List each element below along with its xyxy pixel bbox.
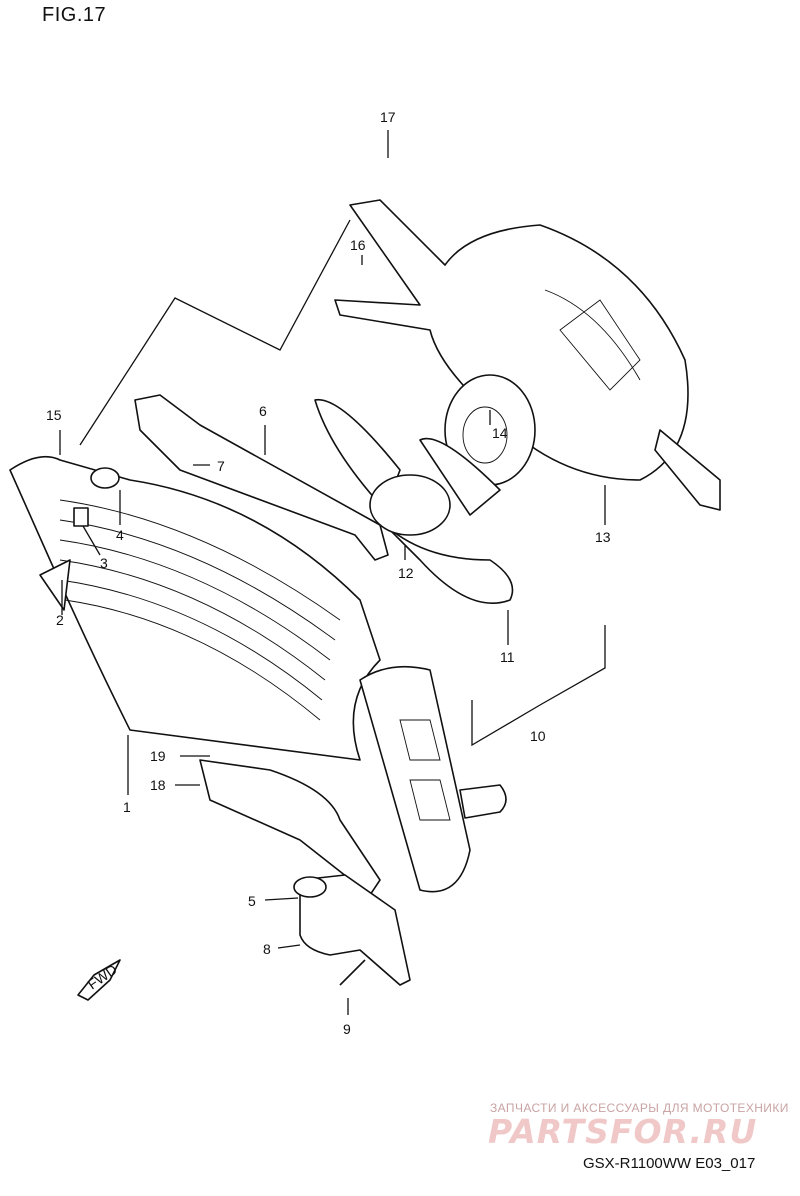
callout-4: 4 <box>116 527 124 543</box>
callout-17: 17 <box>380 109 396 125</box>
callout-15: 15 <box>46 407 62 423</box>
callout-10: 10 <box>530 728 546 744</box>
callout-9: 9 <box>343 1021 351 1037</box>
callout-1: 1 <box>123 799 131 815</box>
callout-19: 19 <box>150 748 166 764</box>
callout-11: 11 <box>500 649 515 665</box>
rubber-grommet <box>293 876 327 898</box>
fan-shroud-assembly <box>334 199 721 511</box>
lower-mount-bracket <box>299 874 411 986</box>
leader-lines <box>59 130 606 1015</box>
callout-18: 18 <box>150 777 166 793</box>
figure-title: FIG.17 <box>42 4 107 26</box>
forward-arrow-icon <box>77 959 121 1001</box>
mount-bolt <box>339 959 366 986</box>
callout-12: 12 <box>398 565 414 581</box>
callout-8: 8 <box>263 941 271 957</box>
lower-mount-rubber <box>39 559 71 611</box>
callout-14: 14 <box>492 425 508 441</box>
callout-6: 6 <box>259 403 267 419</box>
callout-3: 3 <box>100 555 108 571</box>
upper-bracket <box>134 394 389 561</box>
callout-13: 13 <box>595 529 611 545</box>
collar <box>73 507 89 527</box>
callout-5: 5 <box>248 893 256 909</box>
watermark-tagline: ЗАПЧАСТИ И АКСЕССУАРЫ ДЛЯ МОТОТЕХНИКИ <box>490 1101 789 1115</box>
upper-mount-rubber <box>90 467 120 489</box>
fan-blade <box>314 398 514 604</box>
callout-16: 16 <box>350 237 366 253</box>
callout-2: 2 <box>56 612 64 628</box>
watermark-logo: PARTSFOR.RU <box>488 1112 758 1151</box>
radiator-assembly <box>9 455 507 896</box>
model-code-label: GSX-R1100WW E03_017 <box>583 1155 756 1172</box>
callout-7: 7 <box>217 458 225 474</box>
